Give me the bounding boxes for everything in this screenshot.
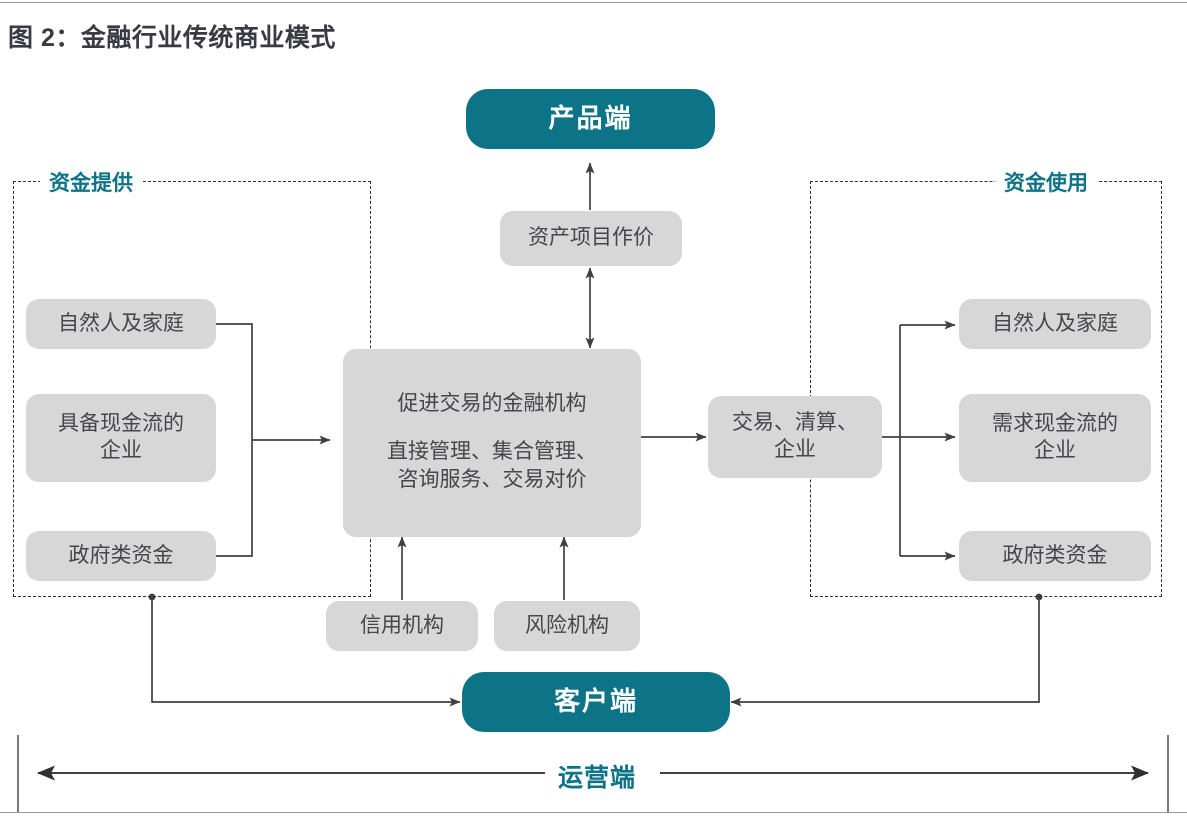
node-left-cashflow-enterprise-line1: 具备现金流的: [58, 412, 184, 436]
node-right-individuals[interactable]: 自然人及家庭: [959, 299, 1151, 349]
node-trade-clearing-line2: 企业: [774, 438, 816, 461]
node-left-cashflow-enterprise[interactable]: 具备现金流的 企业: [26, 394, 216, 482]
group-funding-supply-label: 资金提供: [40, 167, 142, 197]
node-risk-organization[interactable]: 风险机构: [494, 601, 640, 651]
node-financial-institution-detail: 直接管理、集合管理、 咨询服务、交易对价: [387, 438, 597, 495]
node-financial-institution-title: 促进交易的金融机构: [397, 392, 587, 416]
page-title: 图 2：金融行业传统商业模式: [8, 24, 336, 52]
node-right-cashflow-demand-enterprise[interactable]: 需求现金流的 企业: [959, 394, 1151, 482]
node-product-end[interactable]: 产品端: [466, 89, 715, 149]
node-financial-institution-detail-line2: 咨询服务、交易对价: [397, 468, 587, 492]
node-right-cashflow-demand-enterprise-line1: 需求现金流的: [992, 412, 1118, 436]
node-right-government-funds[interactable]: 政府类资金: [959, 531, 1151, 581]
node-trade-clearing[interactable]: 交易、清算、 企业: [708, 396, 882, 478]
node-operation-end: 运营端: [546, 758, 649, 794]
node-asset-pricing[interactable]: 资产项目作价: [500, 211, 682, 266]
node-credit-organization[interactable]: 信用机构: [326, 601, 478, 651]
top-divider-rule: [0, 2, 1187, 3]
node-right-cashflow-demand-enterprise-line2: 企业: [1034, 439, 1076, 462]
bottom-divider-rule: [0, 812, 1187, 813]
node-left-cashflow-enterprise-line2: 企业: [100, 439, 142, 462]
group-funding-use: [810, 181, 1162, 597]
node-financial-institution[interactable]: 促进交易的金融机构 直接管理、集合管理、 咨询服务、交易对价: [343, 349, 641, 537]
node-trade-clearing-line1: 交易、清算、: [732, 411, 858, 435]
node-left-individuals[interactable]: 自然人及家庭: [26, 299, 216, 349]
group-funding-use-label: 资金使用: [995, 167, 1097, 197]
node-left-government-funds[interactable]: 政府类资金: [26, 531, 216, 581]
node-financial-institution-detail-line1: 直接管理、集合管理、: [387, 440, 597, 464]
node-client-end[interactable]: 客户端: [462, 672, 730, 732]
